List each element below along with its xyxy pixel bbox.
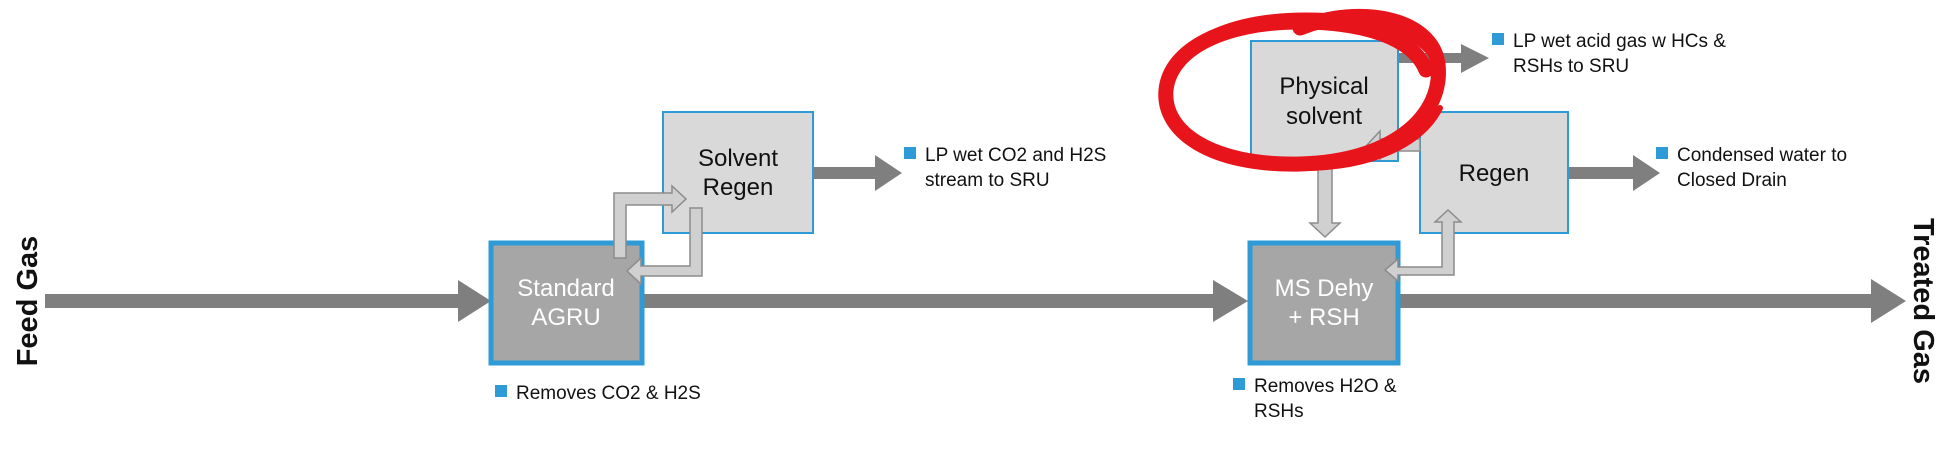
feed-gas-label: Feed Gas [12, 236, 44, 367]
standard-agru-box [488, 240, 645, 366]
lp-wet-co2-note-line2: stream to SRU [925, 170, 1050, 191]
lp-wet-acid-note-line2: RSHs to SRU [1513, 56, 1629, 77]
treated-gas-label: Treated Gas [1907, 218, 1939, 384]
condensed-water-note-line2: Closed Drain [1677, 170, 1787, 191]
physical-solvent-label-line2: solvent [1286, 103, 1362, 130]
solvent-regen-output-arrow [813, 155, 902, 191]
regen-label: Regen [1459, 160, 1530, 187]
solvent-regen-box [662, 111, 814, 234]
condensed-water-note-line1: Condensed water to [1677, 145, 1847, 166]
square-bullet-icon [1233, 378, 1245, 390]
regen-output-arrow [1568, 155, 1660, 191]
physical-solvent-to-ms-dehy-double-arrow [1308, 160, 1342, 239]
ms-dehy-label-line2: + RSH [1288, 304, 1359, 331]
standard-agru-label-line2: AGRU [531, 304, 600, 331]
physical-solvent-label-line1: Physical [1279, 73, 1368, 100]
feed-gas-arrow [45, 280, 491, 322]
ms-dehy-box [1247, 240, 1401, 366]
square-bullet-icon [1492, 33, 1504, 45]
agru-to-ms-dehy-arrow [642, 280, 1248, 322]
solvent-regen-label-line1: Solvent [698, 145, 778, 172]
agru-to-solvent-regen-double-arrow [613, 184, 688, 259]
square-bullet-icon [495, 385, 507, 397]
removes-co2-note: Removes CO2 & H2S [516, 383, 701, 404]
lp-wet-co2-note-line1: LP wet CO2 and H2S [925, 145, 1106, 166]
removes-h2o-note-line2: RSHs [1254, 401, 1304, 422]
ms-dehy-label-line1: MS Dehy [1275, 275, 1374, 302]
hand-drawn-circle-icon [1158, 9, 1446, 172]
treated-gas-arrow [1398, 279, 1906, 323]
square-bullet-icon [1656, 147, 1668, 159]
solvent-regen-label-line2: Regen [703, 174, 774, 201]
removes-h2o-note-line1: Removes H2O & [1254, 376, 1397, 397]
regen-to-ms-dehy-double-arrow [1383, 208, 1463, 283]
square-bullet-icon [904, 147, 916, 159]
standard-agru-label-line1: Standard [517, 275, 614, 302]
solvent-regen-to-agru-double-arrow [625, 207, 703, 286]
lp-wet-acid-note-line1: LP wet acid gas w HCs & [1513, 31, 1726, 52]
